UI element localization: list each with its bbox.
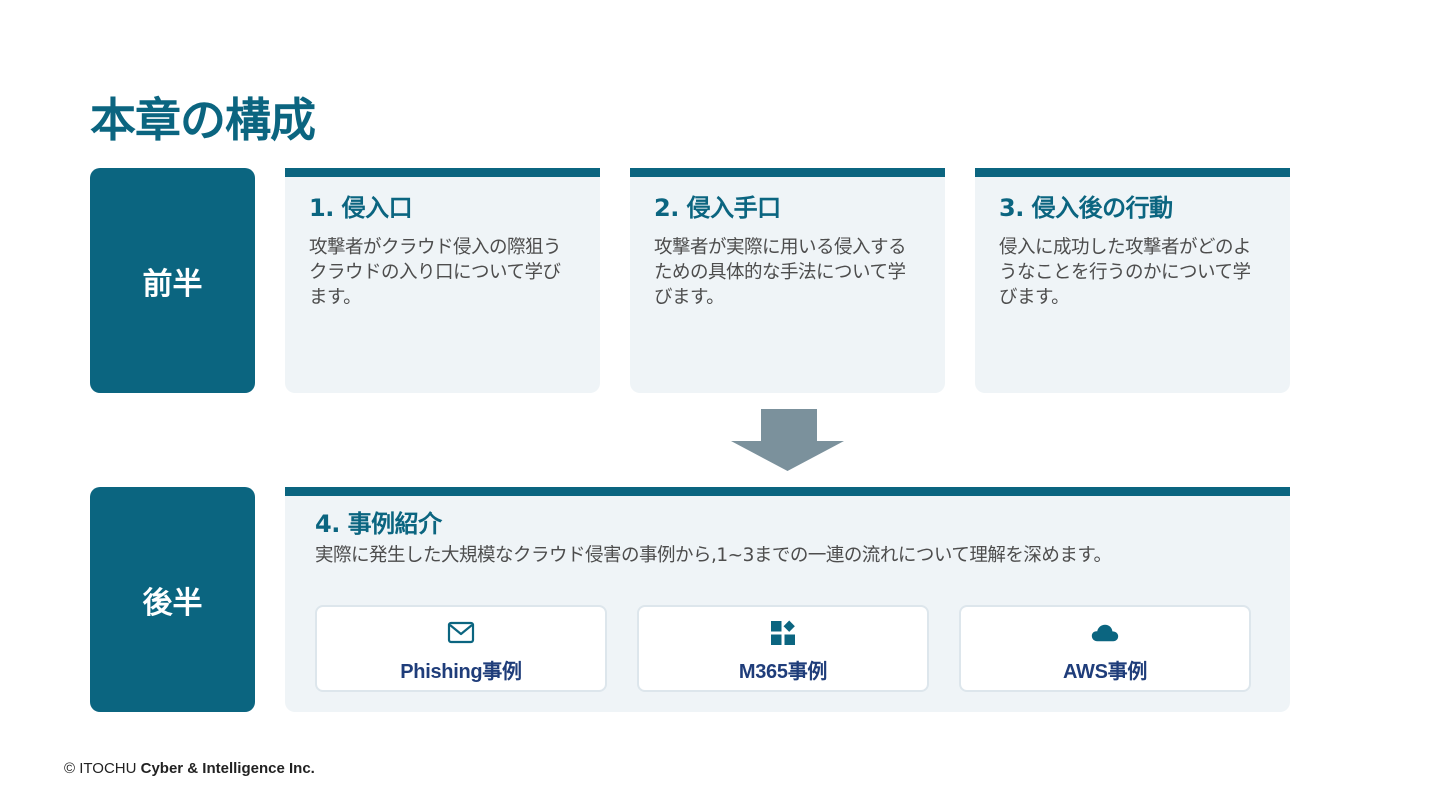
apps-icon [769, 619, 797, 647]
page-title: 本章の構成 [90, 93, 316, 147]
m365-case-label: M365事例 [738, 661, 828, 683]
case-buttons: Phishing事例 M365事例 AWS事例 [315, 605, 1251, 692]
copyright-text: © ITOCHU [64, 760, 137, 777]
card-title: 3. 侵入後の行動 [999, 194, 1173, 222]
aws-case-button[interactable]: AWS事例 [959, 605, 1251, 692]
mail-icon [447, 619, 475, 647]
case-study-body: 実際に発生した大規模なクラウド侵害の事例から,1~3までの一連の流れについて理解… [315, 545, 1112, 566]
cloud-icon [1091, 619, 1119, 647]
card-body: 侵入に成功した攻撃者がどのようなことを行うのかについて学びます。 [999, 237, 1252, 308]
card-body: 攻撃者がクラウド侵入の際狙うクラウドの入り口について学びます。 [309, 237, 562, 308]
card-entry-point: 1. 侵入口 攻撃者がクラウド侵入の際狙うクラウドの入り口について学びます。 [285, 168, 600, 393]
case-study-panel: 4. 事例紹介 実際に発生した大規模なクラウド侵害の事例から,1~3までの一連の… [285, 487, 1290, 712]
card-title: 1. 侵入口 [309, 194, 413, 222]
company-name: Cyber & Intelligence Inc. [140, 760, 315, 777]
card-body: 攻撃者が実際に用いる侵入するための具体的な手法について学びます。 [654, 237, 907, 308]
phishing-case-button[interactable]: Phishing事例 [315, 605, 607, 692]
card-title: 2. 侵入手口 [654, 194, 781, 222]
footer-copyright: © ITOCHU Cyber & Intelligence Inc. [64, 760, 315, 777]
down-arrow-icon [731, 409, 844, 471]
aws-case-label: AWS事例 [1062, 661, 1148, 683]
phishing-case-label: Phishing事例 [400, 661, 522, 683]
first-half-label: 前半 [90, 168, 255, 393]
card-post-intrusion: 3. 侵入後の行動 侵入に成功した攻撃者がどのようなことを行うのかについて学びま… [975, 168, 1290, 393]
case-study-title: 4. 事例紹介 [315, 510, 442, 538]
m365-case-button[interactable]: M365事例 [637, 605, 929, 692]
card-intrusion-method: 2. 侵入手口 攻撃者が実際に用いる侵入するための具体的な手法について学びます。 [630, 168, 945, 393]
second-half-label: 後半 [90, 487, 255, 712]
